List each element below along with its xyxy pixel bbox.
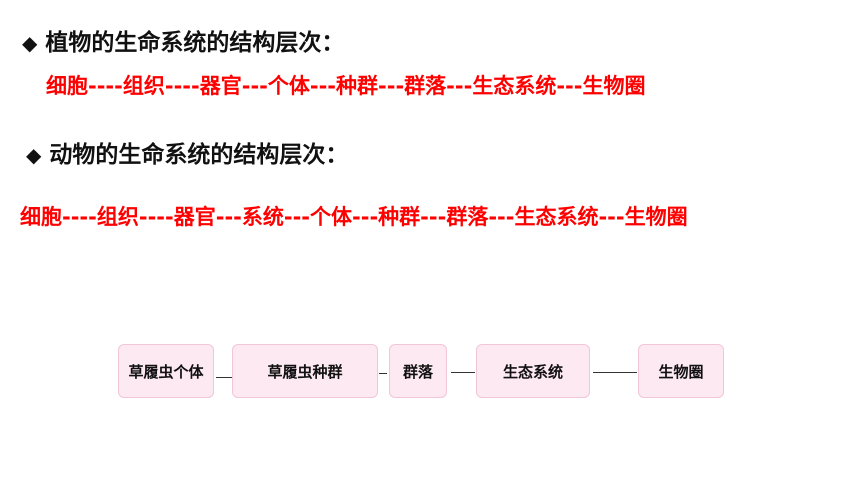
plant-heading-text: 植物的生命系统的结构层次： — [45, 30, 345, 56]
connector-line — [379, 373, 387, 374]
box-ecosystem: 生态系统 — [476, 344, 590, 398]
plant-heading: ◆ 植物的生命系统的结构层次： — [22, 28, 344, 58]
diamond-bullet-icon: ◆ — [26, 143, 42, 167]
box-biosphere: 生物圈 — [638, 344, 724, 398]
plant-hierarchy-chain: 细胞----组织----器官---个体---种群---群落---生态系统---生… — [46, 74, 646, 98]
connector-line — [451, 372, 475, 373]
box-individual: 草履虫个体 — [118, 344, 214, 398]
animal-hierarchy-chain: 细胞----组织----器官---系统---个体---种群---群落---生态系… — [20, 205, 688, 229]
connector-line — [593, 372, 637, 373]
animal-heading-text: 动物的生命系统的结构层次： — [49, 142, 349, 168]
box-community: 群落 — [389, 344, 447, 398]
diamond-bullet-icon: ◆ — [22, 31, 38, 55]
connector-line — [216, 377, 232, 378]
box-population: 草履虫种群 — [232, 344, 378, 398]
animal-heading: ◆ 动物的生命系统的结构层次： — [26, 140, 348, 170]
